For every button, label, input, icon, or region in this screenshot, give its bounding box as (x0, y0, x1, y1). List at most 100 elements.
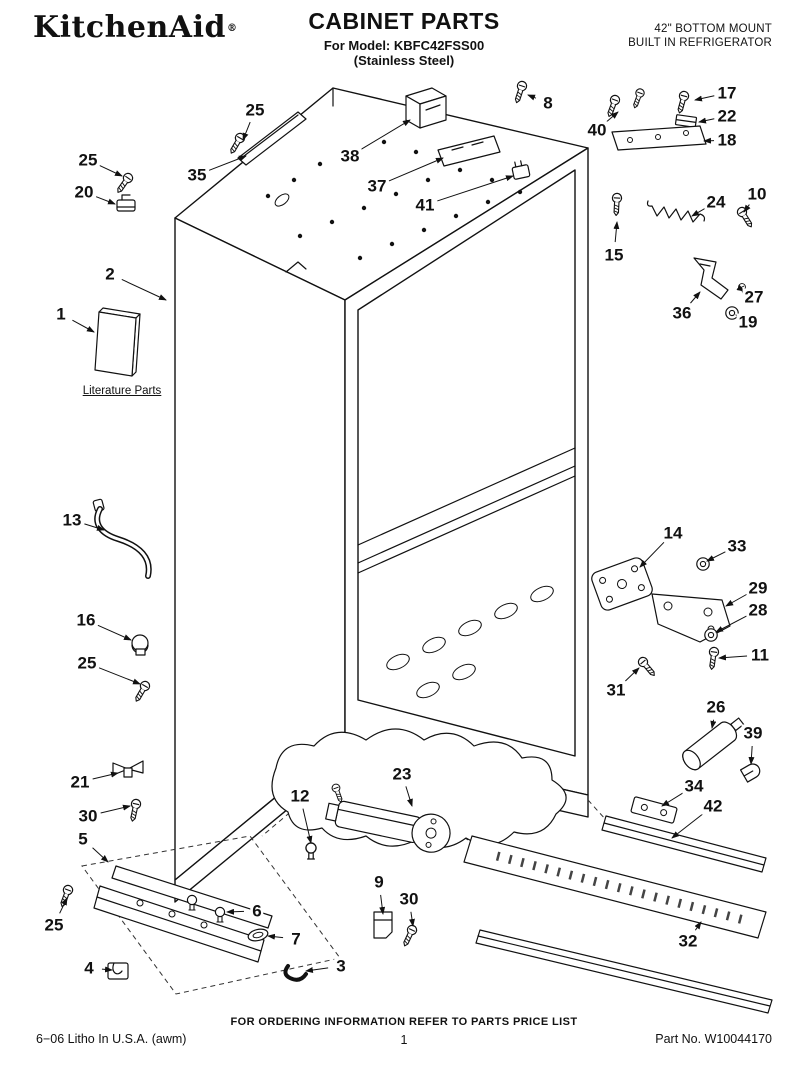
part-40-screw (604, 93, 622, 119)
part-callout-3: 3 (334, 956, 348, 976)
part-callout-9: 9 (372, 872, 386, 892)
part-callout-25: 25 (42, 915, 66, 935)
part-39-cap (739, 763, 761, 783)
part-16-clamp (131, 634, 149, 656)
part-callout-37: 37 (365, 176, 389, 196)
part-40-screw-b (630, 87, 646, 110)
part-callout-35: 35 (185, 165, 209, 185)
part-callout-34: 34 (682, 776, 706, 796)
part-callout-26: 26 (704, 697, 728, 717)
part-11-screw (706, 646, 720, 671)
part-9-bracket (373, 911, 393, 939)
part-14-plate (591, 557, 653, 611)
part-callout-30: 30 (76, 806, 100, 826)
part-36-bracket (693, 257, 729, 300)
part-callout-25: 25 (76, 150, 100, 170)
part-42-rail (601, 815, 767, 873)
callout-leader-lines (59, 94, 755, 973)
part-41-terminal (511, 160, 531, 180)
part-13-drain-tube (92, 498, 152, 579)
part-4-clip (107, 962, 129, 980)
part-6-grommet-a (186, 894, 198, 911)
part-callout-41: 41 (413, 195, 437, 215)
part-30-screw-mid (399, 923, 419, 949)
part-callout-42: 42 (701, 796, 725, 816)
part-25-screw-bottom (57, 883, 75, 909)
part-35-rail (237, 111, 307, 166)
part-callout-29: 29 (746, 578, 770, 598)
part-callout-30: 30 (397, 889, 421, 909)
part-callout-23: 23 (390, 764, 414, 784)
part-15-screw (610, 192, 623, 217)
part-callout-22: 22 (715, 106, 739, 126)
part-21-bracket (112, 760, 144, 778)
part-callout-36: 36 (670, 303, 694, 323)
brand-name: KitchenAid (33, 10, 226, 45)
part-callout-4: 4 (82, 958, 96, 978)
part-7-oval-bumper (247, 928, 269, 942)
part-34-bracket (630, 796, 678, 824)
part-callout-7: 7 (289, 929, 303, 949)
part-26-roller (682, 717, 745, 771)
part-callout-18: 18 (715, 130, 739, 150)
part-12-grommet (305, 842, 317, 860)
part-33-washer (696, 557, 710, 571)
part-callout-2: 2 (103, 264, 117, 284)
part-38-junction-box (405, 87, 447, 129)
litho-note: 6−06 Litho In U.S.A. (awm) (36, 1032, 187, 1046)
part-6-grommet-b (214, 906, 226, 923)
projection-line (587, 799, 607, 821)
model-line: For Model: KBFC42FSS00 (323, 38, 485, 53)
part-1-literature (94, 307, 141, 377)
part-32-grille-rail (463, 835, 773, 1014)
part-28-washer (704, 628, 718, 642)
part-callout-38: 38 (338, 146, 362, 166)
part-callout-10: 10 (745, 184, 769, 204)
part-callout-20: 20 (72, 182, 96, 202)
part-callout-17: 17 (715, 83, 739, 103)
part-callout-16: 16 (74, 610, 98, 630)
part-20-clip (116, 194, 136, 212)
part-callout-33: 33 (725, 536, 749, 556)
part-callout-13: 13 (60, 510, 84, 530)
part-18-plate (611, 125, 707, 151)
product-type-line1: 42" BOTTOM MOUNT (654, 23, 772, 35)
part-8-screw (511, 79, 529, 105)
part-24-spring (646, 200, 706, 223)
part-3-strap (283, 964, 308, 982)
part-callout-14: 14 (661, 523, 685, 543)
finish-line: (Stainless Steel) (353, 53, 455, 68)
part-25-screw-top (226, 131, 247, 157)
part-30-screw-left (127, 797, 143, 823)
part-17-screw (674, 89, 691, 115)
brand-logo: KitchenAid® (33, 10, 237, 45)
part-31-screw (635, 654, 659, 679)
part-callout-32: 32 (676, 931, 700, 951)
part-callout-25: 25 (243, 100, 267, 120)
part-callout-15: 15 (602, 245, 626, 265)
part-callout-28: 28 (746, 600, 770, 620)
part-callout-1: 1 (54, 304, 68, 324)
part-22-spacer (674, 114, 698, 128)
part-25-screw-mid (131, 679, 152, 705)
product-type: 42" BOTTOM MOUNT BUILT IN REFRIGERATOR (628, 22, 772, 50)
part-callout-40: 40 (585, 120, 609, 140)
part-callout-19: 19 (736, 312, 760, 332)
part-callout-27: 27 (742, 287, 766, 307)
part-callout-11: 11 (749, 645, 771, 665)
part-callout-39: 39 (741, 723, 765, 743)
part-29-hinge-plate (651, 593, 731, 643)
part-callout-21: 21 (68, 772, 92, 792)
ordering-note: FOR ORDERING INFORMATION REFER TO PARTS … (230, 1016, 578, 1028)
part-callout-8: 8 (541, 93, 555, 113)
part-25-screw-left (113, 170, 136, 196)
part-callout-6: 6 (250, 901, 264, 921)
top-face-holes (265, 139, 523, 273)
part-callout-25: 25 (75, 653, 99, 673)
literature-parts-label: Literature Parts (82, 385, 162, 397)
part-callout-24: 24 (704, 192, 728, 212)
cabinet-opening (357, 169, 576, 757)
part-callout-5: 5 (76, 829, 90, 849)
